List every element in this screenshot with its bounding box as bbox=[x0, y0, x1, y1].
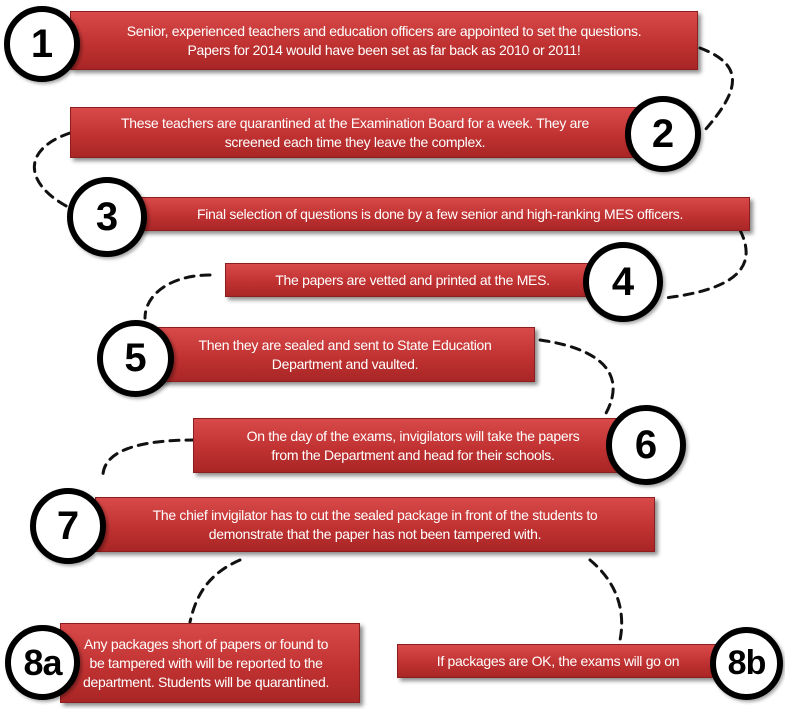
step-1-line: Senior, experienced teachers and educati… bbox=[126, 22, 642, 39]
step-3-text: Final selection of questions is done by … bbox=[196, 205, 684, 222]
step-8b-badge: 8b bbox=[710, 627, 783, 700]
step-2-line: screened each time they leave the comple… bbox=[224, 133, 486, 150]
step-7-line: The chief invigilator has to cut the sea… bbox=[152, 506, 598, 523]
step-8a-text: Any packages short of papers or found to… bbox=[83, 635, 329, 692]
step-7-badge: 7 bbox=[30, 488, 106, 564]
connector-2-3 bbox=[32, 131, 72, 210]
step-8a-line: department. Students will be quarantined… bbox=[83, 673, 330, 690]
step-2-text: These teachers are quarantined at the Ex… bbox=[121, 114, 589, 152]
connector-4-5 bbox=[143, 273, 212, 320]
connector-7-8a bbox=[188, 558, 242, 624]
step-5-line: Then they are sealed and sent to State E… bbox=[198, 336, 492, 353]
connector-7-8b bbox=[588, 558, 624, 642]
step-6-line: On the day of the exams, invigilators wi… bbox=[246, 427, 580, 444]
step-3-box: Final selection of questions is done by … bbox=[130, 197, 750, 231]
step-8a-box: Any packages short of papers or found to… bbox=[60, 623, 360, 703]
step-8a-badge: 8a bbox=[5, 625, 80, 700]
step-8a-line: be tampered with will be reported to the bbox=[89, 654, 323, 671]
step-6-text: On the day of the exams, invigilators wi… bbox=[247, 427, 580, 465]
connector-1-2 bbox=[698, 46, 734, 132]
step-4-badge: 4 bbox=[583, 242, 663, 322]
step-1-line: Papers for 2014 would have been set as f… bbox=[187, 41, 581, 58]
step-6-badge: 6 bbox=[606, 405, 686, 485]
step-5-box: Then they are sealed and sent to State E… bbox=[155, 327, 535, 382]
step-5-text: Then they are sealed and sent to State E… bbox=[198, 336, 491, 374]
step-4-box: The papers are vetted and printed at the… bbox=[225, 263, 600, 297]
step-8a-line: Any packages short of papers or found to bbox=[84, 635, 329, 652]
step-2-line: These teachers are quarantined at the Ex… bbox=[120, 114, 589, 131]
step-7-line: demonstrate that the paper has not been … bbox=[208, 525, 542, 542]
step-6-box: On the day of the exams, invigilators wi… bbox=[193, 418, 633, 473]
step-5-line: Department and vaulted. bbox=[271, 355, 419, 372]
step-7-text: The chief invigilator has to cut the sea… bbox=[153, 506, 598, 544]
step-1-box: Senior, experienced teachers and educati… bbox=[70, 11, 698, 70]
step-1-text: Senior, experienced teachers and educati… bbox=[127, 22, 642, 60]
step-3-badge: 3 bbox=[67, 177, 147, 257]
step-7-box: The chief invigilator has to cut the sea… bbox=[95, 497, 655, 552]
step-2-badge: 2 bbox=[625, 96, 701, 172]
connector-5-6 bbox=[538, 338, 615, 417]
connector-6-7 bbox=[101, 438, 197, 482]
connector-3-4 bbox=[663, 228, 748, 300]
step-5-badge: 5 bbox=[97, 320, 174, 397]
step-2-box: These teachers are quarantined at the Ex… bbox=[70, 107, 640, 158]
step-8b-text: If packages are OK, the exams will go on bbox=[436, 652, 680, 669]
step-4-text: The papers are vetted and printed at the… bbox=[275, 271, 550, 288]
step-6-line: from the Department and head for their s… bbox=[271, 446, 555, 463]
step-1-badge: 1 bbox=[4, 6, 80, 82]
step-8b-box: If packages are OK, the exams will go on bbox=[397, 644, 719, 678]
